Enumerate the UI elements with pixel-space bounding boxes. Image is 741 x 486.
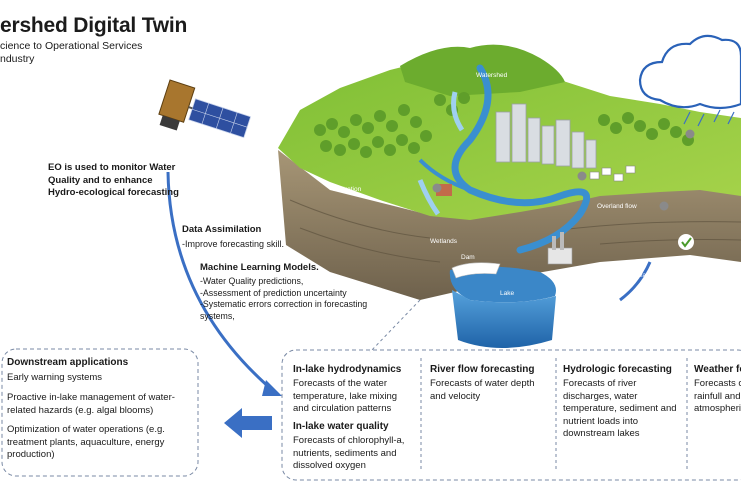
terrain-strata [289, 199, 741, 263]
flow-arrow-1 [451, 91, 465, 132]
label-infiltration: Infiltration [333, 186, 362, 193]
downstream-heading: Downstream applications [7, 357, 129, 368]
inlake-hydro-body: Forecasts of the water temperature, lake… [293, 378, 398, 414]
label-overland-flow: Overland flow [597, 203, 637, 210]
river [451, 64, 591, 254]
label-wetlands: Wetlands [430, 238, 457, 245]
river-flow-heading: River flow forecasting [430, 364, 535, 375]
factory [547, 247, 573, 265]
inlake-quality-body: Forecasts of chlorophyll-a, nutrients, s… [293, 435, 405, 471]
hydrologic-body: Forecasts of river discharges, water tem… [563, 378, 677, 439]
assimilation-curve-arrow [166, 171, 271, 390]
river-flow-body: Forecasts of water depth and velocity [430, 378, 535, 402]
data-assimilation-heading: Data Assimilation [182, 224, 262, 235]
label-groundwater: Groundwater [616, 272, 654, 279]
cloud [638, 34, 741, 110]
ml-models-body: -Water Quality predictions, -Assessment … [200, 276, 368, 321]
page-subtitle: cience to Operational Services ndustry [0, 40, 143, 65]
page-title: ershed Digital Twin [0, 14, 188, 37]
groundwater-arrow [619, 261, 652, 302]
satellite-icon [158, 79, 252, 139]
dam-wall [451, 262, 501, 279]
forecasting-box [281, 349, 741, 481]
eo-text: EO is used to monitor Water Quality and … [48, 162, 179, 198]
downstream-item: Proactive in-lake management of water- r… [7, 392, 175, 416]
lake-block [452, 290, 556, 348]
downstream-box [1, 348, 199, 477]
inlake-hydro-heading: In-lake hydrodynamics [293, 364, 402, 375]
data-assimilation-body: -Improve forecasting skill. [182, 239, 285, 249]
rain [683, 109, 735, 127]
ml-models-heading: Machine Learning Models. [200, 262, 319, 273]
river-branch [418, 158, 471, 192]
downstream-item: Early warning systems [7, 372, 103, 383]
city-buildings [495, 103, 597, 169]
weather-heading: Weather fo [694, 364, 741, 375]
downstream-item: Optimization of water operations (e.g. t… [7, 424, 165, 460]
hydrologic-heading: Hydrologic forecasting [563, 364, 672, 375]
label-dam: Dam [461, 254, 475, 261]
label-lake: Lake [500, 290, 515, 297]
lake-surface [449, 266, 556, 303]
label-watershed: Watershed [476, 72, 508, 79]
weather-body: Forecasts o rainfull and atmospheric [694, 378, 741, 414]
inlake-quality-heading: In-lake water quality [293, 421, 389, 432]
check-icon [678, 234, 694, 250]
flow-arrow-2 [417, 179, 441, 216]
left-arrow-icon [224, 408, 272, 438]
houses [589, 165, 636, 182]
